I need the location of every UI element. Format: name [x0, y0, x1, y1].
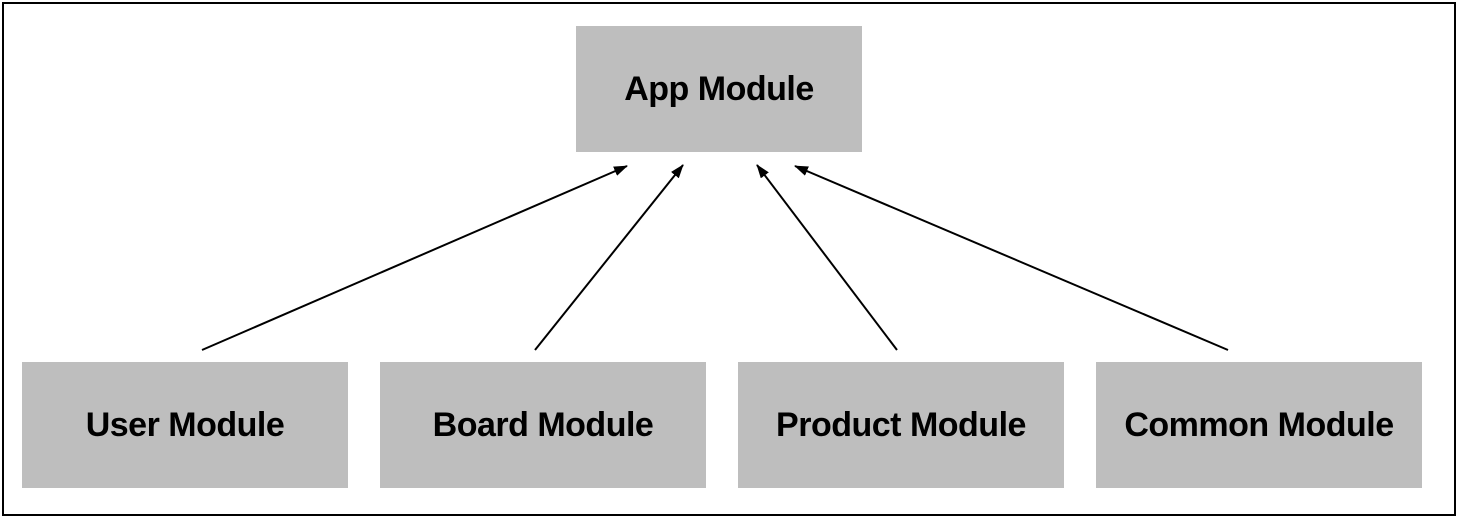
node-label: Common Module [1124, 405, 1394, 444]
node-label: Board Module [432, 405, 654, 444]
node-board-module: Board Module [380, 362, 706, 488]
node-common-module: Common Module [1096, 362, 1422, 488]
node-label: Product Module [776, 405, 1026, 444]
node-user-module: User Module [22, 362, 348, 488]
node-label: User Module [85, 405, 285, 444]
node-product-module: Product Module [738, 362, 1064, 488]
node-label: App Module [624, 69, 814, 108]
node-app-module: App Module [576, 26, 862, 152]
